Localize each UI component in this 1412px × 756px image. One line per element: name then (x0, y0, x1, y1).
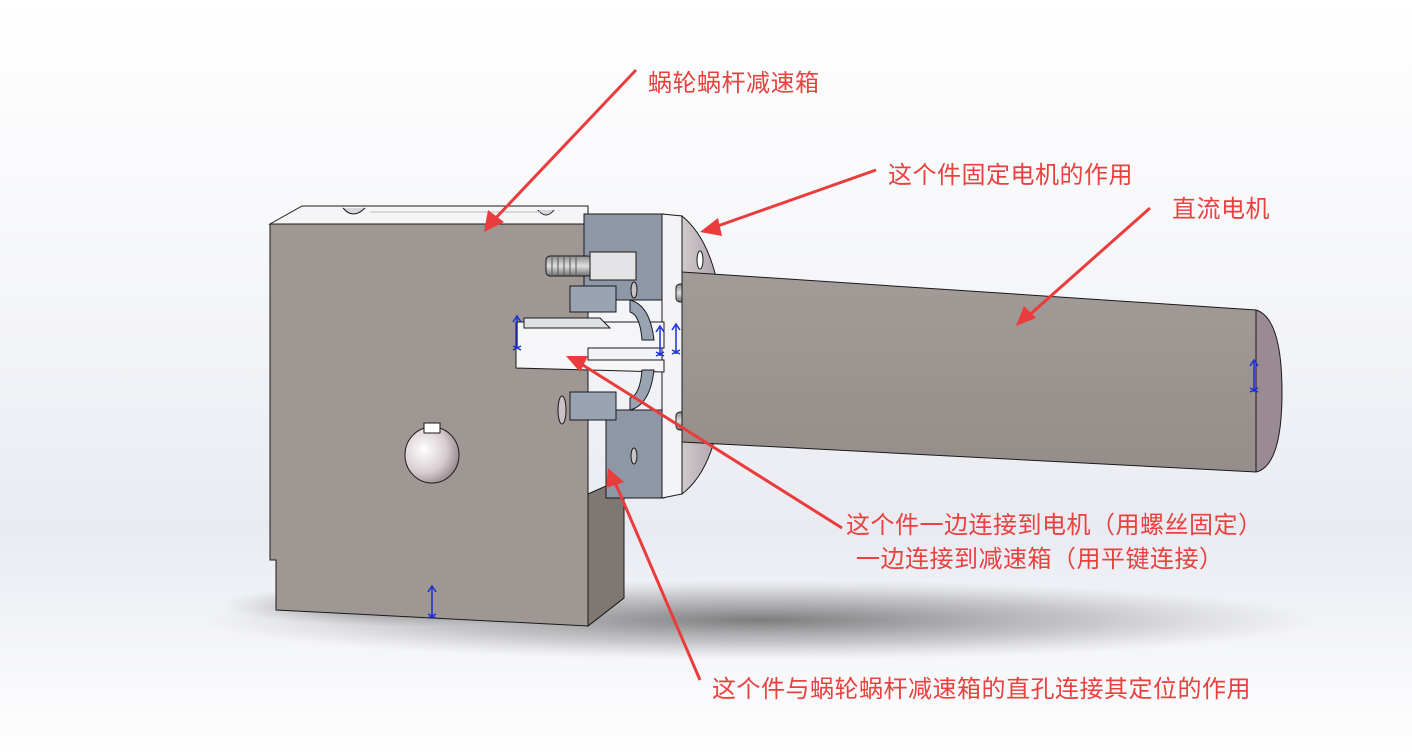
label-coupling-line1: 这个件一边连接到电机（用螺丝固定） (846, 511, 1263, 539)
arrow-icon (606, 468, 702, 681)
annotation-arrows (484, 68, 1151, 681)
arrow-icon (1016, 206, 1151, 326)
coordinate-marker-icon (427, 314, 1259, 619)
arrow-icon (566, 356, 843, 530)
keyway-hole-icon (404, 422, 460, 484)
screw-upper-left (545, 251, 637, 281)
label-dc-motor: 直流电机 (1172, 195, 1270, 223)
label-locator: 这个件与蜗轮蜗杆减速箱的直孔连接其定位的作用 (712, 675, 1251, 703)
dc-motor-body (681, 271, 1283, 473)
arrow-icon (700, 168, 877, 236)
label-motor-mount: 这个件固定电机的作用 (888, 161, 1133, 189)
label-coupling: 这个件一边连接到电机（用螺丝固定） 一边连接到减速箱（用平键连接） (846, 508, 1263, 576)
arrow-icon (484, 68, 638, 232)
label-worm-gear-reducer: 蜗轮蜗杆减速箱 (648, 69, 820, 97)
label-coupling-line2: 一边连接到减速箱（用平键连接） (856, 545, 1224, 573)
